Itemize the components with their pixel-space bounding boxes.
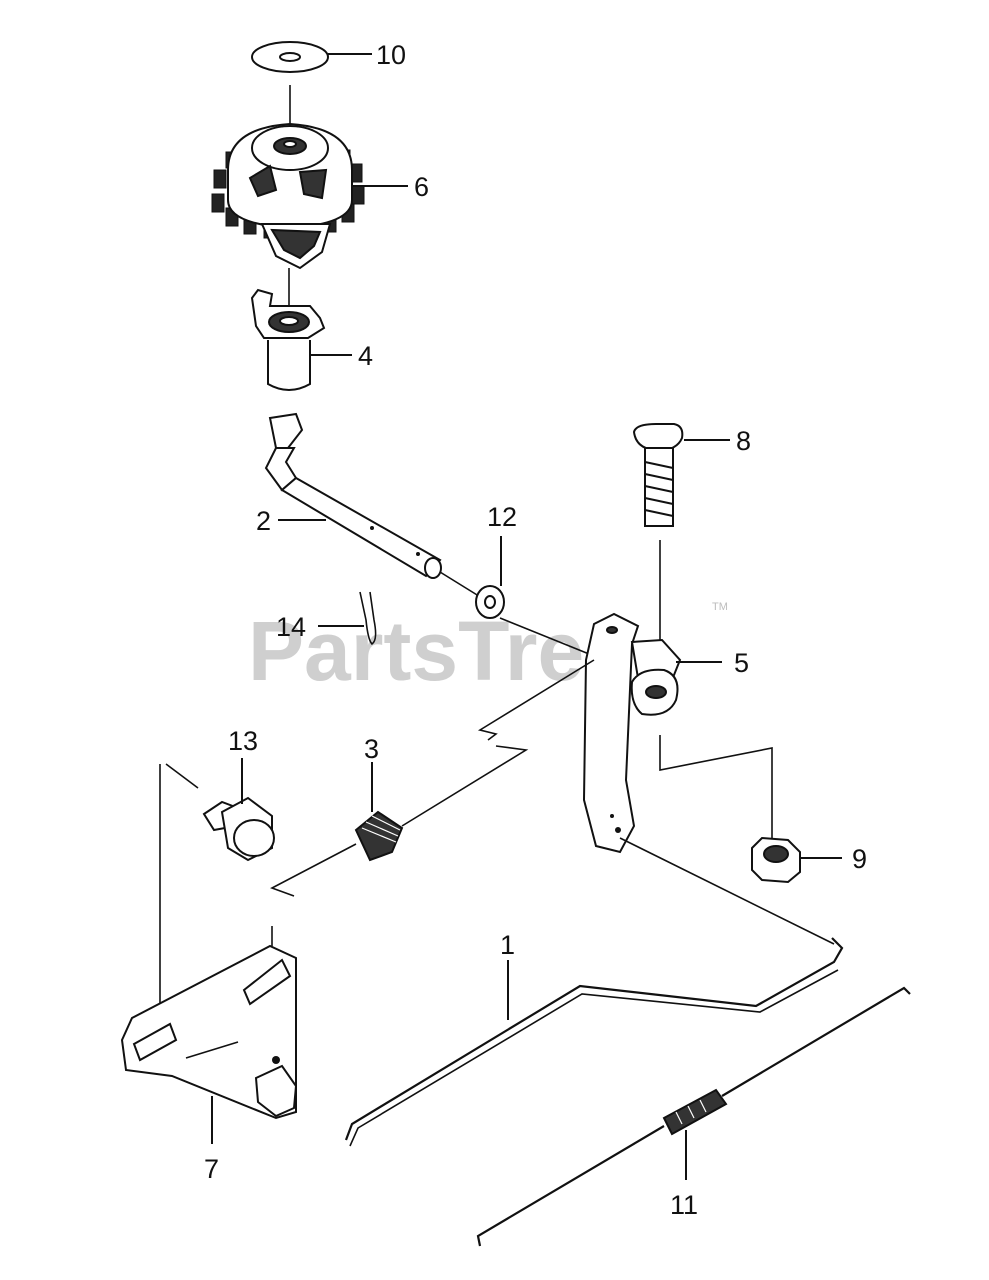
phantom-line-bolt: [165, 763, 199, 789]
callout-10: 10: [376, 40, 406, 70]
callout-13: 13: [228, 726, 258, 756]
callout-8: 8: [736, 426, 751, 456]
part-7-bracket: [120, 926, 298, 1144]
callout-7: 7: [204, 1154, 219, 1184]
part-11-spring-link: [476, 986, 911, 1247]
part-10-washer: [251, 41, 372, 73]
callout-3: 3: [364, 734, 379, 764]
callout-6: 6: [414, 172, 429, 202]
lever-pointer-lines: [659, 735, 773, 854]
part-1-governor-rod: [344, 937, 844, 1147]
axis-line-washer: [499, 617, 595, 657]
part-3-spring: [354, 762, 404, 862]
callout-9: 9: [852, 844, 867, 874]
part-6-governor-gear: [211, 122, 408, 270]
part-5-governor-lever: [582, 612, 722, 854]
callout-11: 11: [670, 1190, 698, 1220]
callout-1: 1: [500, 930, 515, 960]
callout-14: 14: [276, 612, 306, 642]
part-4-spool: [250, 288, 352, 391]
phantom-line-spring-low: [270, 843, 357, 897]
part-8-bolt: [632, 423, 730, 527]
watermark-tm: TM: [712, 601, 728, 613]
part-9-nut: [751, 836, 842, 884]
part-2-governor-shaft: [264, 412, 442, 579]
phantom-line-upper: [477, 659, 595, 741]
watermark-text: PartsTree: [248, 604, 631, 698]
part-14-cotter-pin: [318, 591, 377, 646]
callout-4: 4: [358, 341, 373, 371]
part-13-bolt: [202, 758, 275, 862]
callout-2: 2: [256, 506, 271, 536]
phantom-line-spring: [401, 745, 529, 827]
phantom-line-rod: [619, 837, 835, 945]
callout-12: 12: [487, 502, 517, 532]
axis-line-shaft: [439, 571, 483, 599]
part-12-washer: [475, 536, 505, 619]
callout-5: 5: [734, 648, 749, 678]
